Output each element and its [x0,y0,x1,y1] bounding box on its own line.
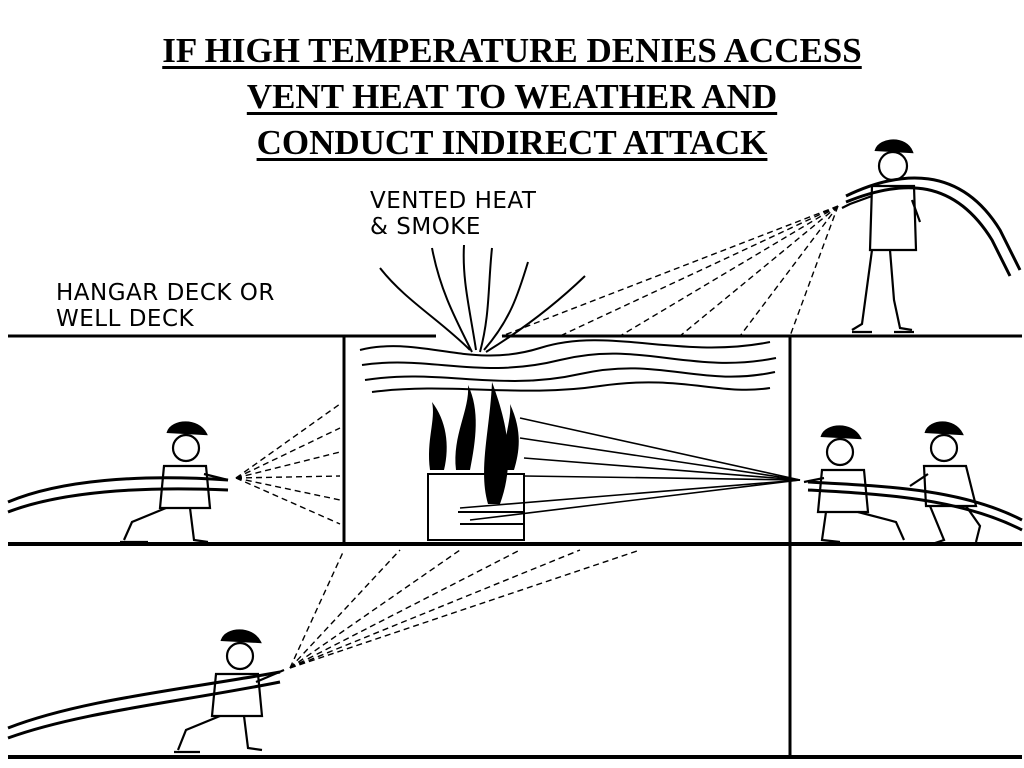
spray-bottom [289,549,641,669]
spray-top-right [501,205,839,337]
vented-smoke-plume [359,244,777,393]
firefighter-kneeling-right-icon [803,425,906,544]
firefighter-kneeling-bottom-icon [174,629,285,754]
title-line-1: IF HIGH TEMPERATURE DENIES ACCESS [162,31,862,70]
title-line-3: CONDUCT INDIRECT ATTACK [256,123,768,162]
vented-heat-label: VENTED HEAT & SMOKE [370,188,537,240]
slide-title: IF HIGH TEMPERATURE DENIES ACCESS VENT H… [0,28,1024,166]
title-line-2: VENT HEAT TO WEATHER AND [246,77,778,116]
firefighter-kneeling-left-icon [120,421,229,544]
fire-source [427,473,525,541]
flame-icon [429,382,519,504]
deck-structure [8,334,1022,759]
firefighter-crouching-right-icon [909,421,982,546]
deck-label: HANGAR DECK OR WELL DECK [56,280,275,332]
fire-hoses [7,176,1023,740]
firefighter-standing-icon [841,139,922,334]
spray-right [459,417,801,521]
spray-left [235,403,341,525]
